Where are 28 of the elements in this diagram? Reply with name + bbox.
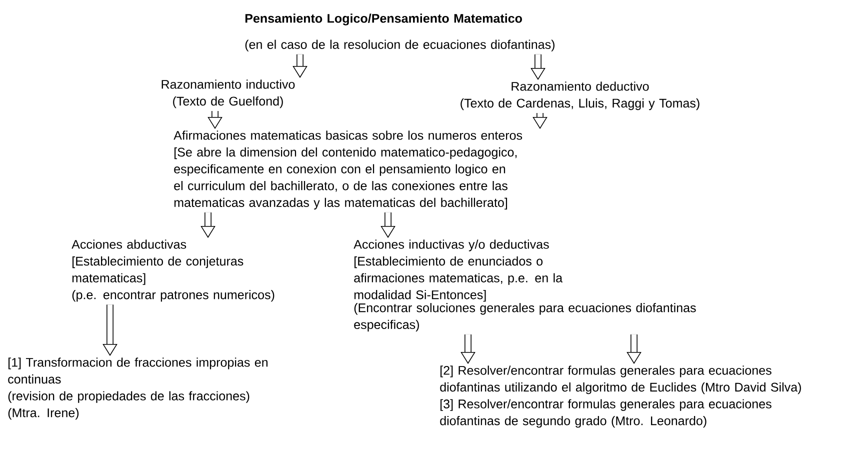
block-arrow	[292, 54, 308, 78]
block-arrow	[102, 304, 118, 356]
node-text: (Encontrar soluciones generales para ecuaciones diofantinas especificas)	[354, 303, 696, 332]
block-arrow	[380, 212, 396, 238]
node-text: (p.e. encontrar patrones numericos)	[72, 290, 274, 302]
node-text: (Mtra. Irene)	[8, 408, 79, 420]
node-text: Pensamiento Logico/Pensamiento Matematico	[245, 14, 522, 26]
node-text: [3] Resolver/encontrar formulas generales para ecuaciones diofantinas de segundo grado (Mtro. Leonardo)	[440, 399, 772, 428]
node-text: Razonamiento inductivo	[162, 80, 295, 89]
node-text: (Texto de Cardenas, Lluis, Raggi y Tomas)	[460, 98, 700, 110]
block-arrow	[532, 113, 548, 129]
node-text: (en el caso de la resolucion de ecuaciones diofantinas)	[245, 40, 554, 52]
block-arrow	[626, 334, 642, 364]
node-text: [Establecimiento de enunciados o afirmaciones matematicas, p.e. en la modalidad Si-Entonces]	[354, 256, 563, 302]
block-arrow	[208, 111, 222, 129]
node-text: (revision de propiedades de las fracciones)	[8, 391, 250, 403]
node-text: [Se abre la dimension del contenido matematico-pedagogico, especificamente en conexion con el pensamiento logico en el curriculum del bachillerato, o de las conexiones entre las matematicas avanzadas y las matematicas del bachillerato]	[174, 147, 517, 210]
node-text: [2] Resolver/encontrar formulas generales para ecuaciones diofantinas utilizando el algoritmo de Euclides (Mtro David Silva)	[440, 366, 801, 394]
node-text: [Establecimiento de conjeturas matematicas]	[72, 256, 244, 285]
block-arrow	[530, 54, 546, 80]
node-text: (Texto de Guelfond)	[173, 96, 283, 108]
node-text: Afirmaciones matematicas basicas sobre los numeros enteros	[174, 130, 522, 140]
node-text: Acciones inductivas y/o deductivas	[354, 240, 549, 252]
node-text: [1] Transformacion de fracciones impropias en continuas	[8, 358, 268, 384]
block-arrow	[200, 212, 216, 238]
block-arrow	[460, 334, 476, 364]
node-text: Razonamiento deductivo	[512, 82, 649, 91]
node-text: Acciones abductivas	[72, 240, 186, 249]
